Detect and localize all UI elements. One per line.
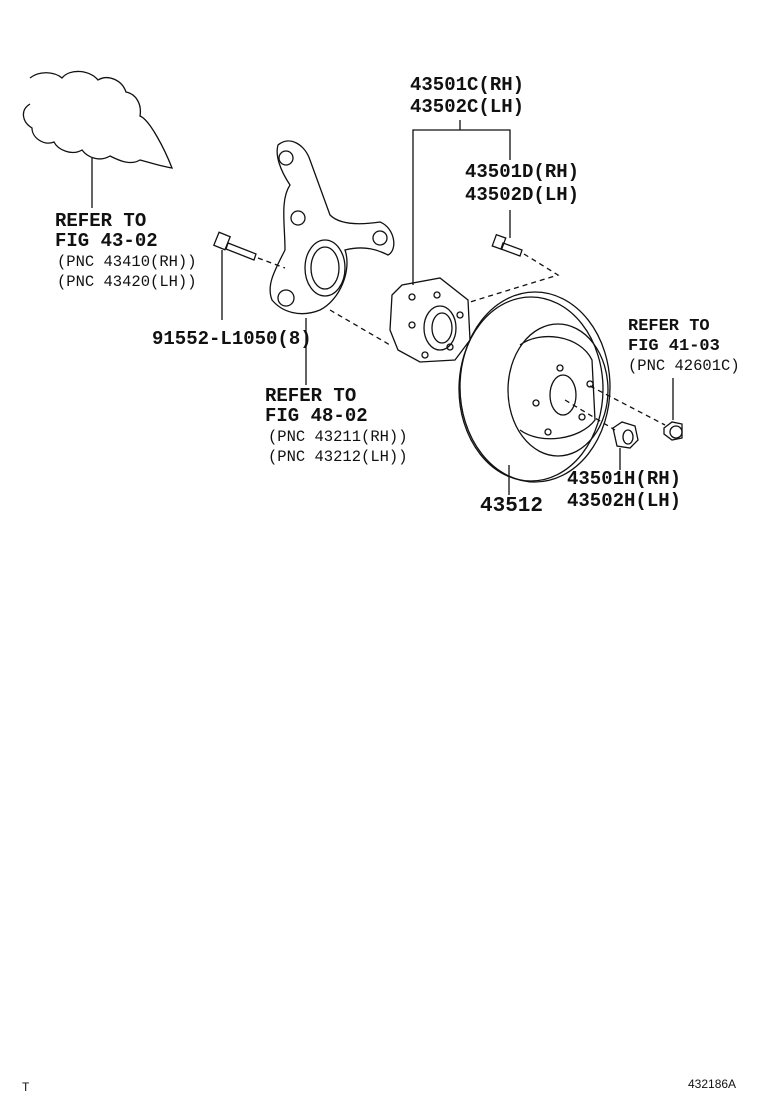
wheel-nut-dash <box>589 385 666 426</box>
hub-nut-drawing <box>612 421 639 449</box>
cloud-ref-line2: FIG 43-02 <box>55 230 158 252</box>
cloud-reference-shape <box>22 70 174 169</box>
hub-bearing-drawing <box>389 277 471 363</box>
knuckle-ref-pnc-rh: (PNC 43211(RH)) <box>268 428 408 446</box>
wheel-nut-ref-pnc: (PNC 42601C) <box>628 357 740 375</box>
cloud-ref-pnc-rh: (PNC 43410(RH)) <box>57 253 197 271</box>
hub-part-lh[interactable]: 43502C(LH) <box>410 96 525 118</box>
hub-bolt-dash <box>469 253 560 303</box>
steering-knuckle-drawing <box>269 140 395 315</box>
footer-mark: T <box>22 1080 30 1094</box>
nut-dash <box>564 399 616 431</box>
rotor-part-number[interactable]: 43512 <box>480 495 544 518</box>
disc-rotor-drawing <box>458 291 611 483</box>
wheel-nut-ref-line2: FIG 41-03 <box>628 337 720 356</box>
knuckle-ref-line1: REFER TO <box>265 385 357 407</box>
nut-part-rh[interactable]: 43501H(RH) <box>567 468 682 490</box>
wheel-nut-ref-line1: REFER TO <box>628 317 710 336</box>
hub-bolt-part-lh[interactable]: 43502D(LH) <box>465 184 580 206</box>
knuckle-bolt-drawing <box>212 231 286 269</box>
cloud-ref-pnc-lh: (PNC 43420(LH)) <box>57 273 197 291</box>
wheel-nut-drawing <box>663 421 683 441</box>
knuckle-ref-line2: FIG 48-02 <box>265 405 368 427</box>
knuckle-to-hub-dash <box>329 309 391 346</box>
hub-part-rh[interactable]: 43501C(RH) <box>410 74 525 96</box>
nut-part-lh[interactable]: 43502H(LH) <box>567 490 682 512</box>
bolt-part-number[interactable]: 91552-L1050(8) <box>152 328 312 350</box>
hub-bracket <box>412 129 511 285</box>
cloud-ref-line1: REFER TO <box>55 210 147 232</box>
hub-bolt-part-rh[interactable]: 43501D(RH) <box>465 161 580 183</box>
illustration-id: 432186A <box>688 1077 737 1091</box>
knuckle-ref-pnc-lh: (PNC 43212(LH)) <box>268 448 408 466</box>
hub-bolt-drawing <box>491 233 523 257</box>
